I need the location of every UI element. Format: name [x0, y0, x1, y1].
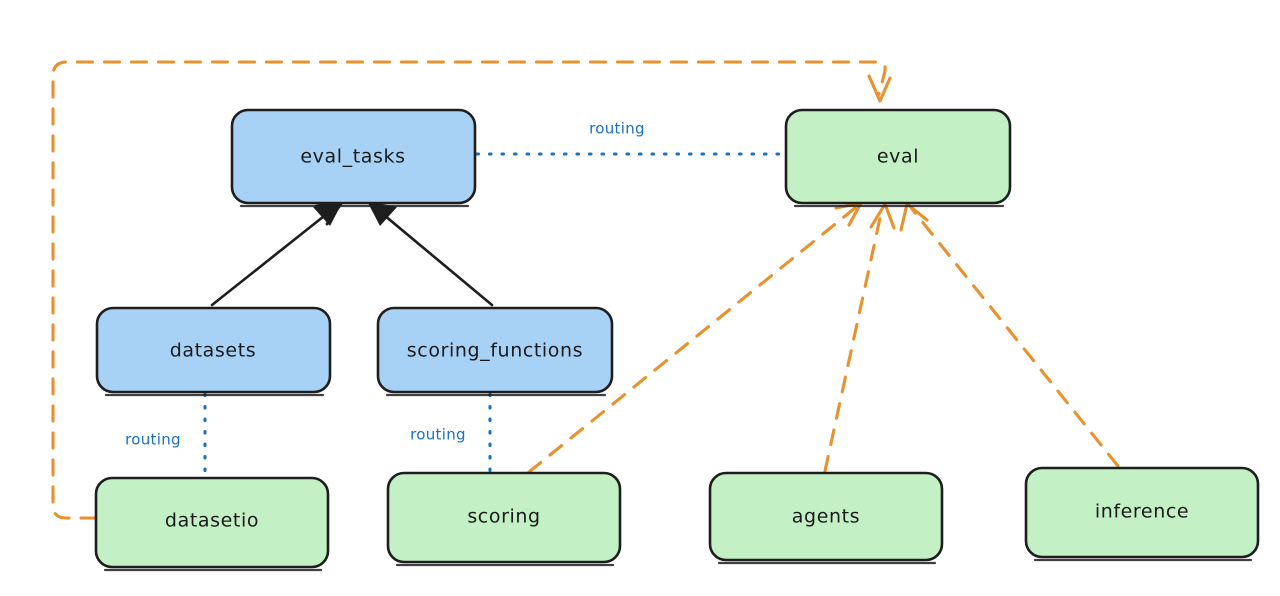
- edge-label-routing-scoring-functions-to-scoring: routing: [410, 426, 466, 444]
- edge-label-routing-datasets-to-datasetio: routing: [125, 431, 181, 449]
- node-scoring[interactable]: scoring: [386, 471, 622, 567]
- node-label-inference: inference: [1095, 501, 1189, 523]
- node-label-datasetio: datasetio: [165, 510, 259, 532]
- edge-datasets-to-eval-tasks: [210, 199, 345, 307]
- node-inference[interactable]: inference: [1024, 466, 1260, 562]
- node-eval-tasks[interactable]: eval_tasks: [230, 108, 477, 208]
- node-label-eval: eval: [877, 146, 919, 168]
- edge-datasetio-to-eval: [51, 60, 892, 520]
- edge-label-routing-eval-tasks-to-eval: routing: [589, 120, 645, 138]
- node-label-scoring-functions: scoring_functions: [407, 340, 583, 362]
- node-label-datasets: datasets: [170, 340, 257, 362]
- node-label-eval-tasks: eval_tasks: [300, 146, 405, 168]
- node-datasets[interactable]: datasets: [95, 306, 332, 397]
- node-label-scoring: scoring: [467, 506, 540, 528]
- edge-inference-to-eval: [899, 202, 1120, 468]
- edge-agents-to-eval: [823, 202, 896, 473]
- node-eval[interactable]: eval: [784, 108, 1012, 208]
- edge-scoring-functions-to-eval-tasks: [367, 201, 494, 307]
- node-scoring-functions[interactable]: scoring_functions: [376, 306, 614, 397]
- node-datasetio[interactable]: datasetio: [94, 476, 330, 572]
- node-agents[interactable]: agents: [708, 471, 944, 565]
- node-label-agents: agents: [792, 506, 860, 528]
